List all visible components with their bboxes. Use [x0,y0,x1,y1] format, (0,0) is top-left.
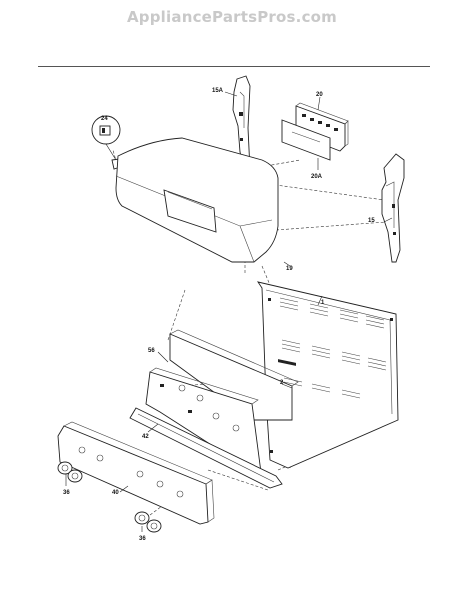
part-42-lower-cover [129,407,283,489]
part-40-knob-panel [57,421,215,525]
label-1: 1 [321,300,325,306]
part-15a-left-bracket [232,75,251,173]
part-36-knobs-right [134,511,162,533]
label-15: 15 [368,218,375,224]
header-divider [38,66,430,67]
part-24-switch [91,115,121,170]
part-20a-overlay [281,119,331,161]
label-24: 24 [101,116,108,122]
part-36-knobs-left [57,461,83,483]
part-2-heat-shield [169,329,299,421]
label-42: 42 [142,434,149,440]
leader-lines [65,91,393,532]
part-1-rear-panel [256,281,399,469]
label-36-right: 36 [139,536,146,542]
part-19-control-panel [115,137,279,263]
label-15a: 15A [212,88,224,94]
label-2: 2 [280,380,284,386]
label-36-left: 36 [63,490,70,496]
label-20: 20 [316,92,323,98]
label-19: 19 [286,266,293,272]
label-56: 56 [148,348,155,354]
part-15-right-bracket [381,153,405,263]
label-40: 40 [112,490,119,496]
site-header: AppliancePartsPros.com [127,8,337,26]
label-20a: 20A [311,174,323,180]
